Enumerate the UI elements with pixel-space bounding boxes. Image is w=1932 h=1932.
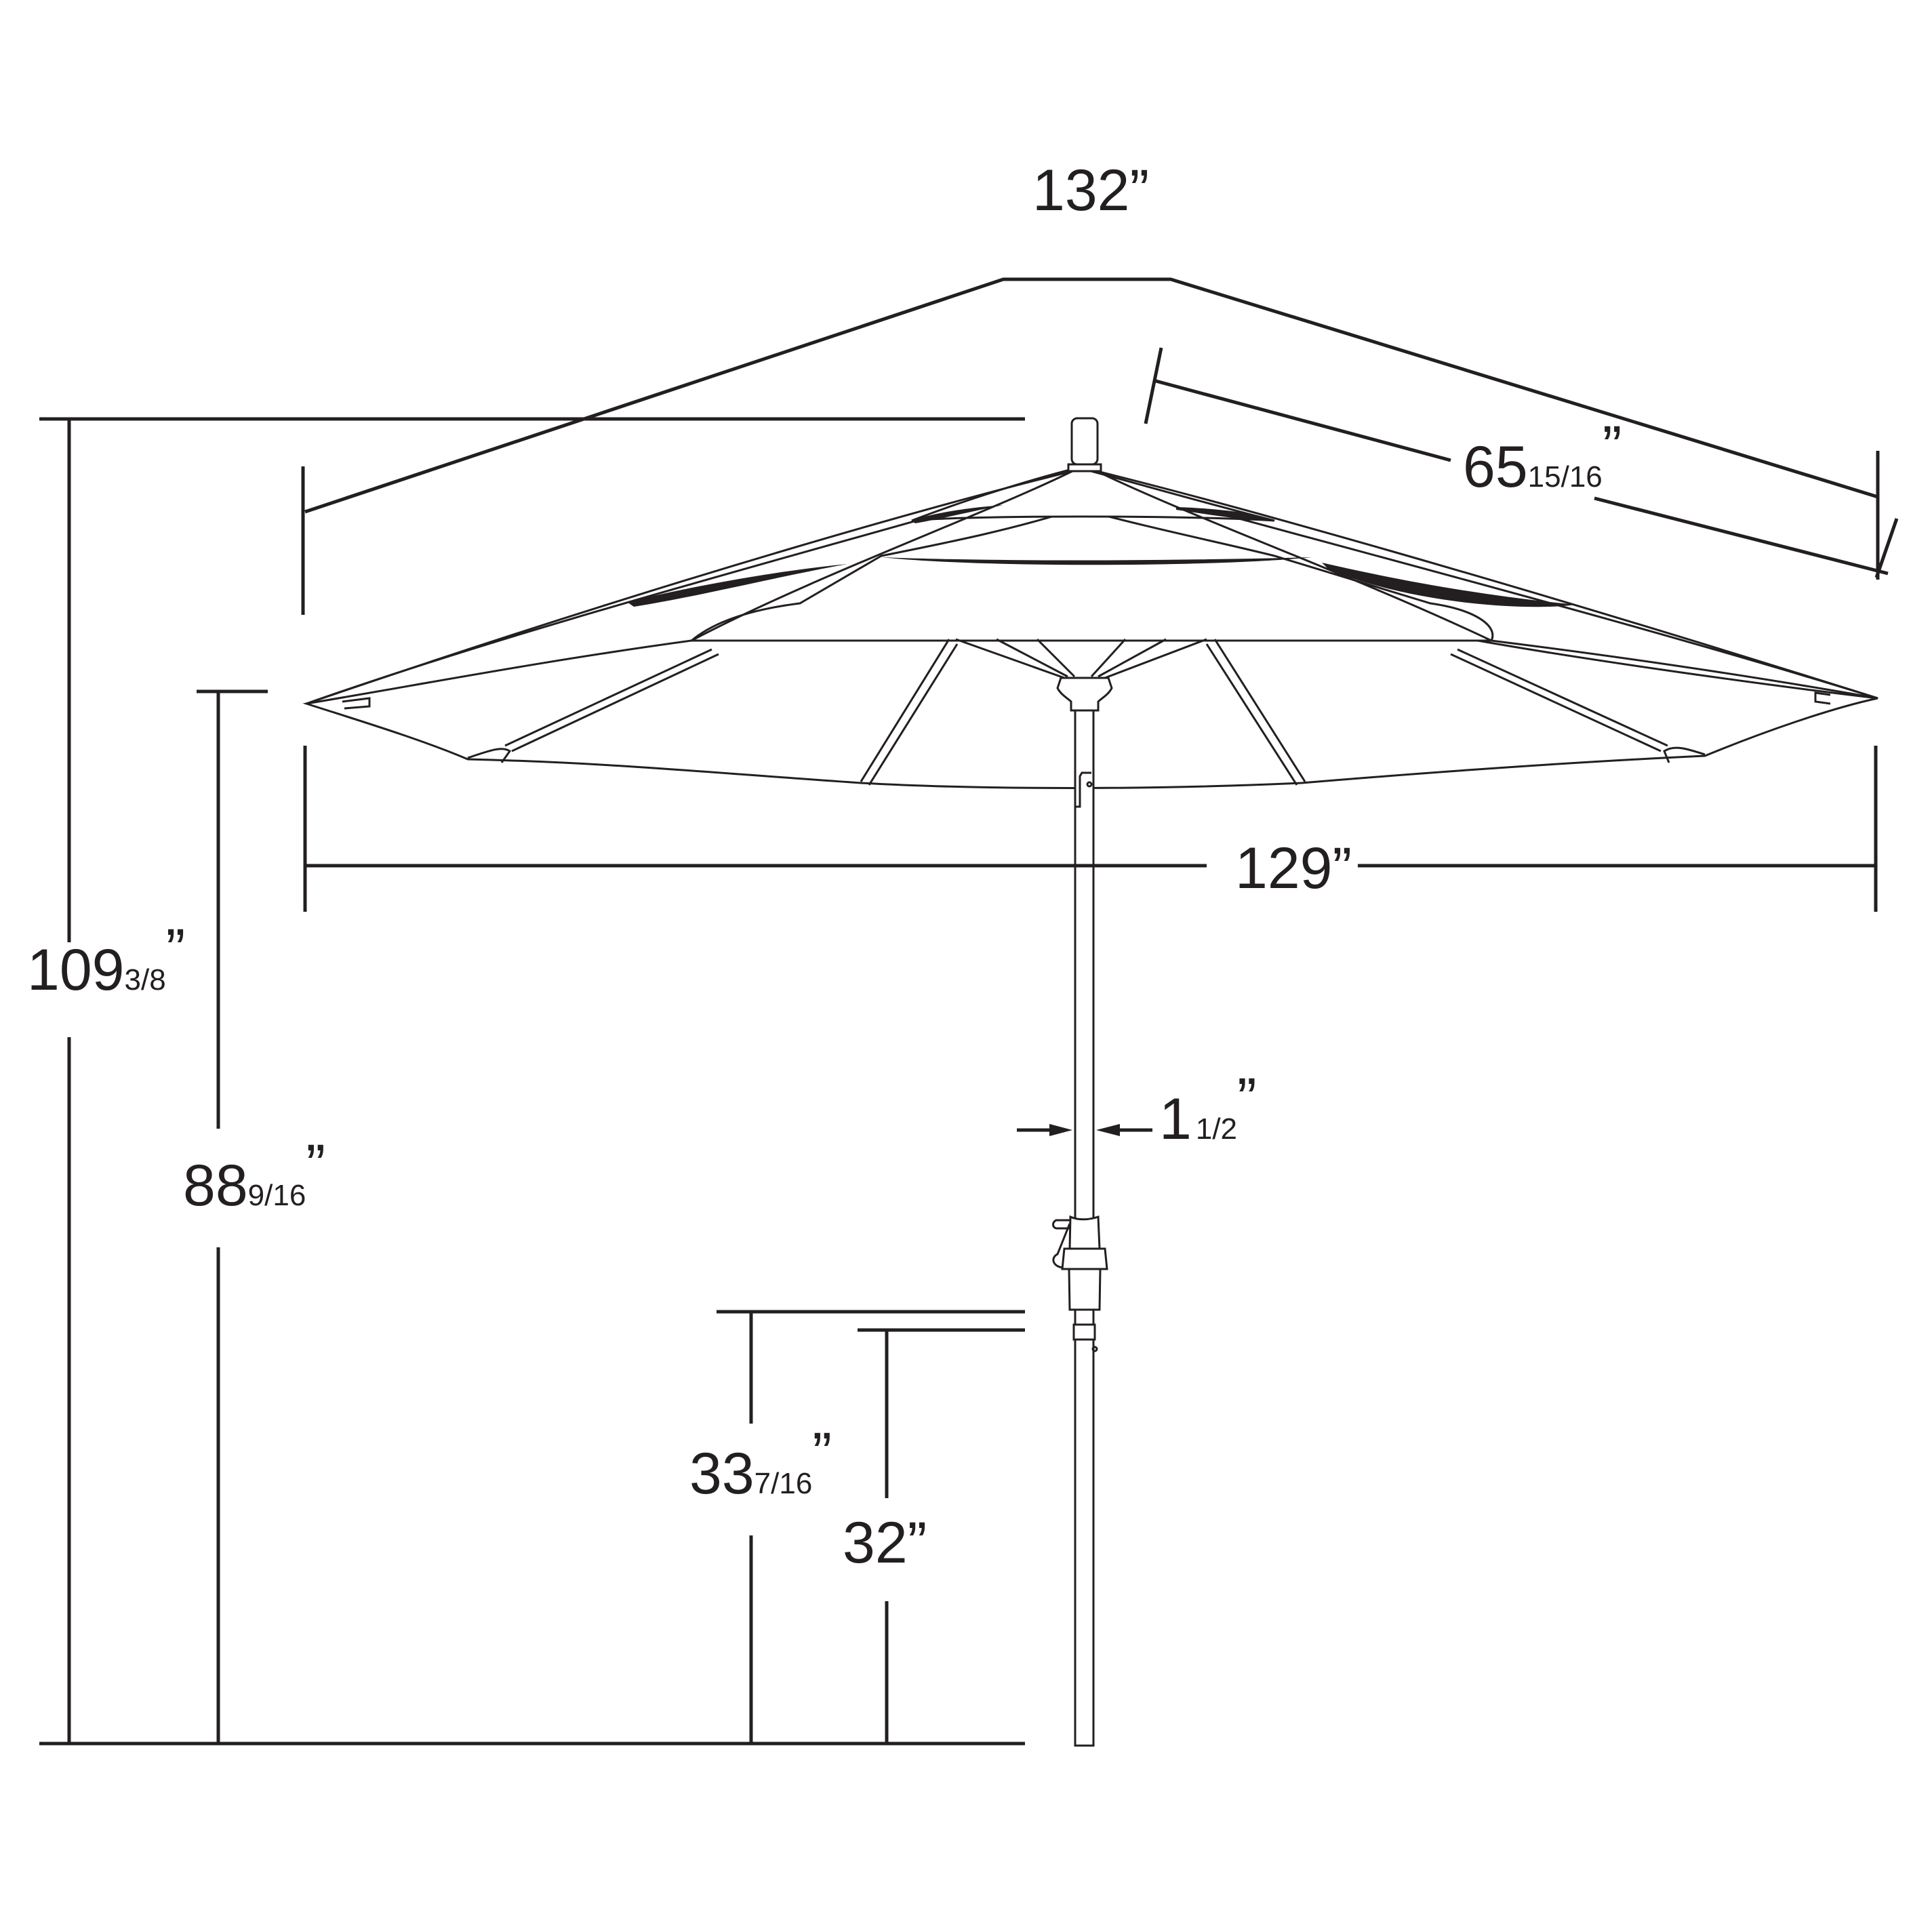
label-32: 32” bbox=[843, 1510, 927, 1575]
label-88-9-16: 889/16” bbox=[183, 1133, 325, 1218]
label-65-15-16: 6515/16” bbox=[1463, 414, 1622, 500]
label-33-7-16: 337/16” bbox=[689, 1421, 832, 1506]
umbrella-pole bbox=[1052, 709, 1108, 1747]
dim-109-height: 1093/8” bbox=[27, 417, 1025, 1746]
label-129: 129” bbox=[1235, 836, 1352, 901]
finial bbox=[1070, 417, 1099, 466]
dim-32-joint: 32” bbox=[843, 1328, 1025, 1744]
dim-33-crank: 337/16” bbox=[689, 1310, 1025, 1744]
dim-132-span: 132” bbox=[301, 158, 1880, 615]
crank-mechanism bbox=[1052, 1215, 1108, 1352]
hub bbox=[1056, 677, 1113, 712]
dim-88-clearance: 889/16” bbox=[183, 689, 325, 1744]
dim-129-width: 129” bbox=[303, 746, 1878, 912]
label-109-3-8: 1093/8” bbox=[27, 917, 185, 1003]
umbrella-canopy bbox=[302, 417, 1878, 789]
dim-65-rib-length: 6515/16” bbox=[1144, 347, 1899, 578]
canopy-struts bbox=[504, 638, 1668, 786]
label-132: 132” bbox=[1032, 158, 1149, 223]
